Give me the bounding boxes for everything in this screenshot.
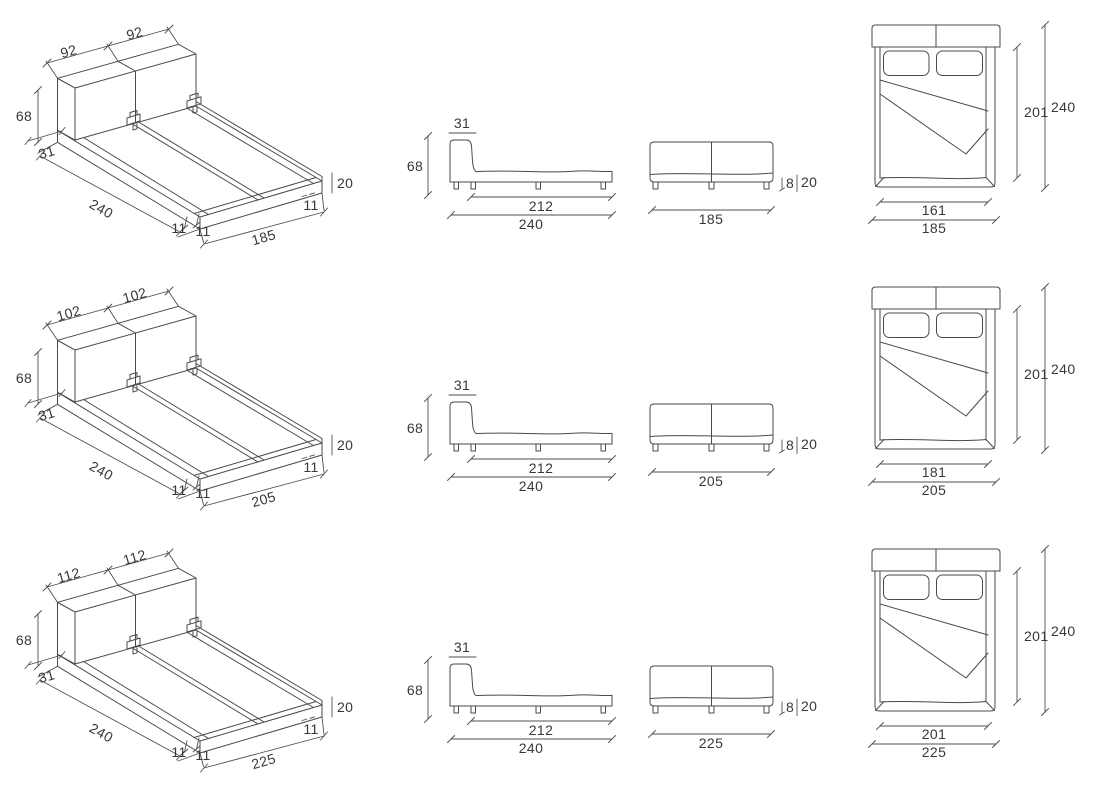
isometric-view: 102 102 68 31 240 11 11 205 11 20	[16, 284, 353, 511]
dim-width: 225	[250, 750, 278, 772]
dim-rail-inset-b: 11	[195, 747, 210, 763]
dim-length: 240	[87, 720, 116, 746]
dim-leg-height: 8	[786, 699, 794, 715]
dim-outer-width: 205	[922, 482, 947, 498]
dim-width-half-b: 92	[125, 23, 145, 43]
dim-total-length: 240	[519, 740, 544, 756]
dim-headboard-depth: 31	[454, 377, 470, 393]
dim-outer-length: 240	[1051, 623, 1076, 639]
isometric-view: 112 112 68 31 240 11 11 225 11 20	[16, 546, 353, 773]
dim-outer-width: 225	[922, 744, 947, 760]
top-view: 201 240 201 225	[868, 545, 1076, 760]
front-view: 8 20 225	[648, 665, 817, 751]
dim-outer-width: 185	[922, 220, 947, 236]
dim-outer-length: 240	[1051, 361, 1076, 377]
dim-inner-length: 201	[1024, 366, 1049, 382]
dim-length: 240	[87, 458, 116, 484]
dim-width: 205	[250, 488, 278, 510]
dim-rail-inset-b: 11	[195, 485, 210, 501]
dim-total-length: 240	[519, 478, 544, 494]
dim-inner-length: 201	[1024, 628, 1049, 644]
dim-rail-inset-c: 11	[303, 459, 318, 475]
dim-leg-height: 8	[786, 175, 794, 191]
bed-variant-row-185: 92 92 68 31 240 11 11 185 11 20 31 68 21…	[0, 0, 1108, 262]
isometric-view: 92 92 68 31 240 11 11 185 11 20	[16, 23, 353, 249]
side-view: 31 68 212 240	[407, 115, 616, 232]
dim-length: 240	[87, 196, 116, 222]
bed-variant-row-205: 102 102 68 31 240 11 11 205 11 20 31 68 …	[0, 262, 1108, 524]
dim-platform-height: 20	[801, 436, 817, 452]
dim-width-half-a: 102	[55, 302, 83, 324]
dim-total-length: 240	[519, 216, 544, 232]
dim-height: 68	[407, 420, 423, 436]
dim-slat-length: 212	[529, 722, 554, 738]
side-view: 31 68 212 240	[407, 639, 616, 756]
dim-leg-height: 8	[786, 437, 794, 453]
front-view: 8 20 205	[648, 403, 817, 489]
dim-inner-width: 181	[922, 464, 947, 480]
top-view: 201 240 181 205	[868, 283, 1076, 498]
dim-height: 68	[16, 632, 32, 648]
dim-width: 205	[699, 473, 724, 489]
dim-headboard-depth: 31	[37, 404, 57, 424]
dim-rail-inset-c: 11	[303, 721, 318, 737]
dim-width-half-b: 102	[121, 284, 149, 306]
dim-height: 68	[16, 370, 32, 386]
dim-width-half-a: 92	[59, 41, 79, 61]
dim-platform-height: 20	[337, 175, 353, 191]
bed-variant-row-225: 112 112 68 31 240 11 11 225 11 20 31 68 …	[0, 524, 1108, 786]
dim-height: 68	[16, 108, 32, 124]
dim-platform-height: 20	[337, 699, 353, 715]
dim-headboard-depth: 31	[454, 115, 470, 131]
dim-headboard-depth: 31	[454, 639, 470, 655]
dim-width: 225	[699, 735, 724, 751]
dim-slat-length: 212	[529, 198, 554, 214]
dim-width-half-b: 112	[121, 546, 148, 568]
dim-height: 68	[407, 158, 423, 174]
dim-rail-inset-a: 11	[171, 220, 186, 236]
top-view: 201 240 161 185	[868, 21, 1076, 236]
dim-rail-inset-b: 11	[195, 223, 210, 239]
dim-headboard-depth: 31	[37, 142, 57, 162]
dim-height: 68	[407, 682, 423, 698]
dim-platform-height: 20	[801, 174, 817, 190]
dim-platform-height: 20	[801, 698, 817, 714]
dim-width: 185	[699, 211, 724, 227]
dim-outer-length: 240	[1051, 99, 1076, 115]
dim-inner-width: 161	[922, 202, 947, 218]
dim-inner-width: 201	[922, 726, 947, 742]
dim-headboard-depth: 31	[37, 666, 57, 686]
dim-width: 185	[250, 226, 278, 248]
dim-slat-length: 212	[529, 460, 554, 476]
dim-rail-inset-a: 11	[171, 744, 186, 760]
side-view: 31 68 212 240	[407, 377, 616, 494]
front-view: 8 20 185	[648, 141, 817, 227]
dim-platform-height: 20	[337, 437, 353, 453]
dim-rail-inset-a: 11	[171, 482, 186, 498]
dim-width-half-a: 112	[55, 564, 82, 586]
dim-rail-inset-c: 11	[303, 197, 318, 213]
dim-inner-length: 201	[1024, 104, 1049, 120]
